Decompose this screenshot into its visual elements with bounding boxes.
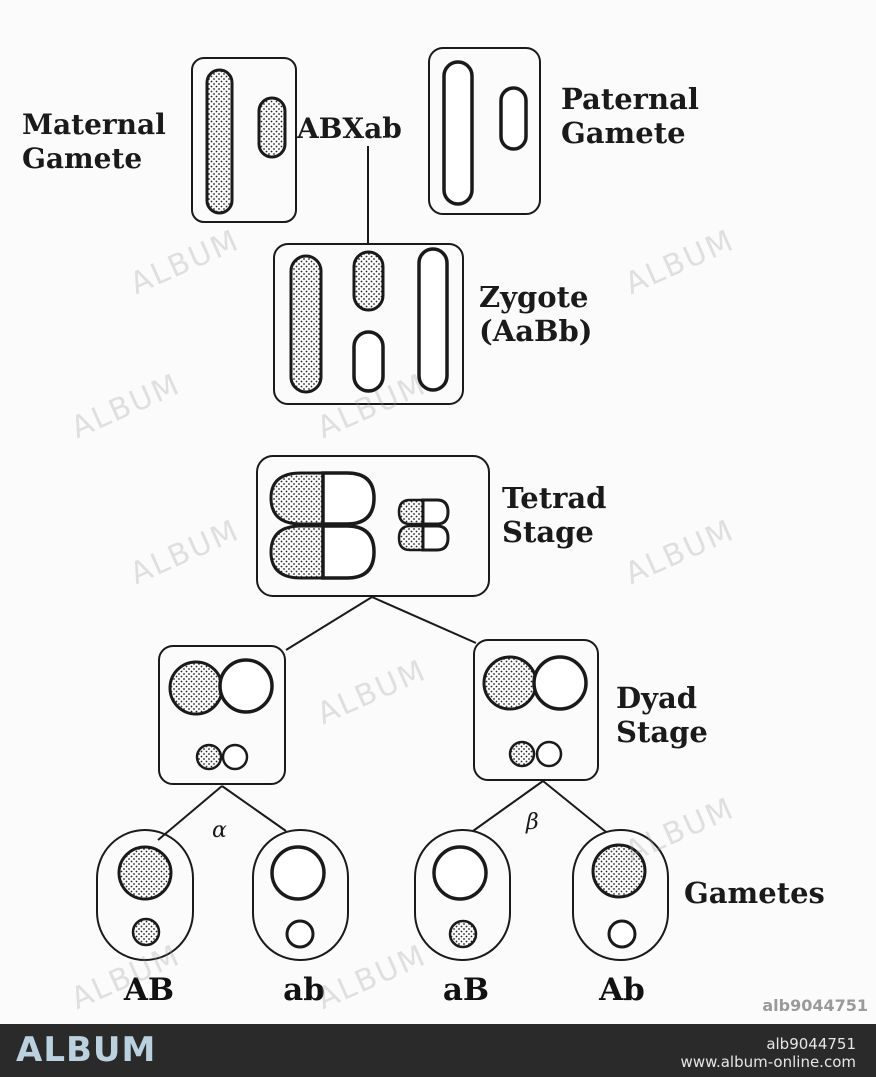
zygote-long-maternal — [289, 254, 323, 394]
dyad-right-small-dotted — [508, 740, 536, 768]
gamete-aB-small-dotted — [448, 919, 478, 949]
dyad-right-small-clear — [535, 740, 563, 768]
footer-brand-logo: ALBUM — [16, 1030, 157, 1070]
dyad-cell-right — [473, 639, 599, 781]
dyad-left-small-clear — [221, 743, 249, 771]
tetrad-large-dotted-lower — [269, 524, 325, 580]
stock-id-label: alb9044751 — [762, 996, 868, 1015]
paternal-long-chromosome — [442, 60, 474, 206]
connector-dyad-right-lab — [542, 780, 607, 833]
dyad-left-large-clear — [218, 658, 274, 714]
gamete-Ab-small-clear — [607, 919, 637, 949]
maternal-gamete-cell — [191, 57, 297, 223]
dyad-right-large-clear — [532, 655, 588, 711]
label-paternal-gamete: Paternal Gamete — [561, 82, 699, 150]
genotype-label-Ab: Ab — [599, 972, 645, 1008]
dyad-left-small-dotted — [195, 743, 223, 771]
label-dyad-stage: Dyad Stage — [616, 681, 708, 749]
tetrad-small-clear-upper — [421, 498, 450, 526]
gamete-Ab-large-dotted — [591, 843, 647, 899]
dyad-right-large-dotted — [482, 655, 538, 711]
tetrad-cell — [256, 455, 490, 597]
paternal-short-chromosome — [499, 86, 528, 151]
footer-url: www.album-online.com — [680, 1053, 856, 1071]
connector-lines — [157, 146, 607, 841]
zygote-cell — [273, 243, 464, 405]
gamete-cell-ab — [252, 829, 349, 961]
connector-tetrad-right — [371, 596, 477, 644]
tetrad-large-clear-upper — [321, 471, 376, 526]
gamete-cell-Ab — [572, 829, 669, 961]
label-cross-genotypes: ABXab — [297, 112, 402, 145]
footer-info: alb9044751 www.album-online.com — [681, 1035, 856, 1071]
label-tetrad-stage: Tetrad Stage — [502, 481, 607, 549]
label-zygote: Zygote (AaBb) — [479, 280, 593, 348]
connector-dyad-right-ab — [472, 780, 544, 832]
gamete-AB-small-dotted — [131, 917, 161, 947]
tetrad-large-clear-lower — [321, 524, 376, 580]
label-gametes: Gametes — [684, 876, 825, 910]
gamete-ab-small-clear — [285, 919, 315, 949]
tetrad-small-dotted-lower — [397, 524, 425, 552]
gamete-AB-large-dotted — [117, 845, 173, 901]
gamete-ab-large-clear — [270, 845, 326, 901]
connector-tetrad-left — [285, 596, 373, 651]
footer-image-id: alb9044751 — [766, 1035, 856, 1053]
genotype-label-aB: aB — [442, 972, 490, 1008]
gamete-cell-AB — [96, 829, 194, 961]
genotype-label-AB: AB — [123, 972, 175, 1008]
zygote-short-maternal — [352, 250, 385, 312]
label-maternal-gamete: Maternal Gamete — [22, 108, 166, 175]
label-alpha: α — [212, 818, 227, 843]
genotype-label-ab: ab — [283, 972, 325, 1008]
tetrad-large-dotted-upper — [269, 471, 325, 526]
dyad-cell-left — [158, 645, 286, 785]
connector-dyad-left-ab — [157, 785, 223, 841]
meiosis-diagram — [96, 47, 669, 961]
paternal-gamete-cell — [428, 47, 541, 215]
dyad-left-large-dotted — [168, 660, 224, 716]
gamete-cell-aB — [414, 829, 511, 961]
maternal-long-chromosome — [205, 68, 234, 215]
tetrad-small-dotted-upper — [397, 498, 425, 526]
maternal-short-chromosome — [257, 96, 287, 159]
connector-dyad-left-lab — [221, 785, 287, 832]
gamete-aB-large-clear — [432, 845, 488, 901]
tetrad-small-clear-lower — [421, 524, 450, 552]
footer-bar: ALBUM alb9044751 www.album-online.com — [0, 1024, 876, 1077]
zygote-long-paternal — [417, 247, 449, 392]
label-beta: β — [526, 810, 539, 835]
zygote-short-paternal — [352, 330, 385, 393]
